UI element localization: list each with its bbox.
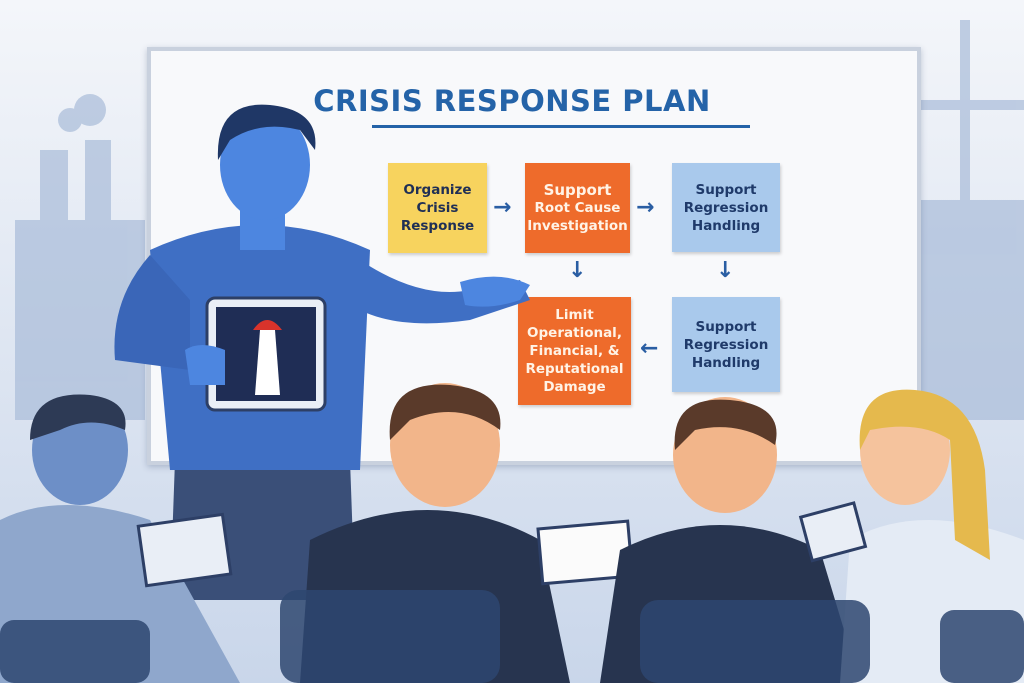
note-line: Support <box>543 181 612 199</box>
step-organize-crisis-response: Organize Crisis Response <box>388 163 487 253</box>
note-line: Support <box>695 181 757 198</box>
note-line: Handling <box>691 217 761 234</box>
step-root-cause-investigation: Support Root Cause Investigation <box>525 163 630 253</box>
arrow-left-icon: ← <box>640 336 659 361</box>
arrow-down-icon: ↓ <box>716 258 735 283</box>
note-line: Financial, & <box>529 343 620 359</box>
note-line: Support <box>695 318 757 335</box>
chair-backs <box>0 590 1024 683</box>
note-line: Organize <box>403 182 472 198</box>
note-line: Operational, <box>527 325 622 341</box>
note-line: Regression <box>683 199 769 216</box>
arrow-right-icon: → <box>636 195 655 220</box>
factory-silhouette-right <box>920 20 1024 420</box>
note-line: Reputational <box>525 361 624 377</box>
arrow-down-icon: ↓ <box>568 258 587 283</box>
note-line: Crisis <box>416 200 459 216</box>
note-line: Root Cause <box>534 200 621 216</box>
note-line: Damage <box>543 379 606 395</box>
arrow-right-icon: → <box>493 195 512 220</box>
note-line: Handling <box>691 354 761 371</box>
step-limit-damage: Limit Operational, Financial, & Reputati… <box>518 297 631 405</box>
note-line: Response <box>400 218 475 234</box>
step-regression-handling-2: Support Regression Handling <box>672 297 780 392</box>
note-line: Limit <box>555 307 594 323</box>
board-title: CRISIS RESPONSE PLAN <box>313 84 711 118</box>
title-underline <box>372 125 750 128</box>
note-line: Regression <box>683 336 769 353</box>
step-regression-handling-1: Support Regression Handling <box>672 163 780 252</box>
presenter <box>114 104 530 600</box>
note-line: Investigation <box>527 218 628 234</box>
